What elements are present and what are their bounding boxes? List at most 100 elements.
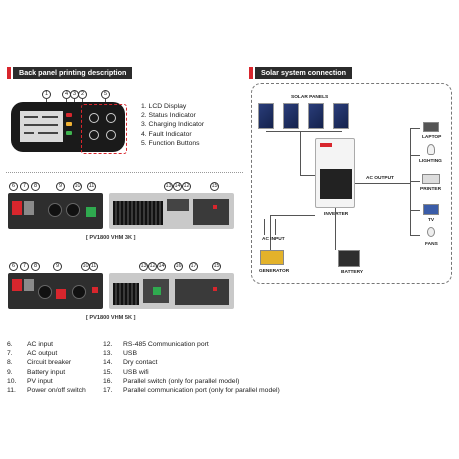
lcd-panel-image bbox=[11, 102, 125, 152]
ac-input-label: AC INPUT bbox=[262, 237, 285, 242]
callout-15: 15 bbox=[212, 262, 221, 271]
parts-list-right: 12.RS-485 Communication port 13.USB 14.D… bbox=[103, 340, 280, 395]
device-5k-side-left bbox=[8, 273, 103, 309]
callout-2: 2 bbox=[78, 90, 87, 99]
legend-item: 4. Fault Indicator bbox=[141, 130, 192, 138]
callout-10: 10 bbox=[73, 182, 82, 191]
lightbulb-image bbox=[427, 144, 435, 155]
solar-panel-image bbox=[308, 103, 324, 129]
inverter-label: INVERTER bbox=[324, 212, 349, 217]
lcd-legend: 1. LCD Display 2. Status Indicator 3. Ch… bbox=[141, 102, 204, 148]
solar-diagram-frame bbox=[251, 83, 452, 284]
callout-13: 13 bbox=[164, 182, 173, 191]
callout-6: 6 bbox=[9, 262, 18, 271]
back-panel-title: Back panel printing description bbox=[13, 67, 133, 79]
function-button[interactable] bbox=[106, 130, 116, 140]
fans-label: FANS bbox=[425, 242, 438, 247]
laptop-label: LAPTOP bbox=[422, 135, 442, 140]
callout-9: 9 bbox=[56, 182, 65, 191]
legend-item: 1. LCD Display bbox=[141, 103, 187, 110]
callout-11: 11 bbox=[89, 262, 98, 271]
wire bbox=[270, 215, 315, 216]
dotted-divider bbox=[6, 172, 243, 173]
callout-12: 12 bbox=[182, 182, 191, 191]
list-item: 7.AC output bbox=[7, 350, 58, 358]
battery-label: BATTERY bbox=[341, 270, 364, 275]
lcd-display bbox=[20, 111, 63, 142]
callout-11: 11 bbox=[87, 182, 96, 191]
model-3k-label: [ PV1800 VHM 3K ] bbox=[86, 235, 136, 241]
fan-image bbox=[427, 227, 435, 237]
tv-label: TV bbox=[428, 218, 435, 223]
laptop-image bbox=[423, 122, 439, 132]
function-button[interactable] bbox=[89, 113, 99, 123]
solar-panel-image bbox=[333, 103, 349, 129]
wire bbox=[335, 208, 336, 250]
device-5k-side-right bbox=[109, 273, 234, 309]
wire bbox=[266, 131, 342, 132]
callout-13: 13 bbox=[139, 262, 148, 271]
callout-14: 14 bbox=[157, 262, 166, 271]
back-panel-header: Back panel printing description bbox=[7, 67, 133, 79]
wire bbox=[410, 181, 420, 182]
printer-label: PRINTER bbox=[420, 187, 442, 192]
callout-16: 16 bbox=[174, 262, 183, 271]
list-item: 12.RS-485 Communication port bbox=[103, 341, 209, 348]
wire bbox=[410, 128, 420, 129]
list-item: 17.Parallel communication port (only for… bbox=[103, 387, 280, 395]
solar-panel-image bbox=[258, 103, 274, 129]
callout-9: 9 bbox=[53, 262, 62, 271]
callout-1: 1 bbox=[42, 90, 51, 99]
status-indicator bbox=[66, 131, 72, 135]
callout-8: 8 bbox=[31, 182, 40, 191]
ac-output-label: AC OUTPUT bbox=[366, 176, 394, 181]
inverter-image bbox=[315, 138, 355, 208]
wire bbox=[410, 155, 420, 156]
legend-item: 5. Function Buttons bbox=[141, 139, 200, 147]
fault-indicator bbox=[66, 113, 72, 117]
list-item: 14.Dry contact bbox=[103, 359, 158, 367]
callout-12: 12 bbox=[148, 262, 157, 271]
tv-image bbox=[423, 204, 439, 215]
printer-image bbox=[422, 174, 440, 184]
list-item: 9.Battery input bbox=[7, 368, 66, 376]
callout-5: 5 bbox=[101, 90, 110, 99]
model-5k-label: [ PV1800 VHM 5K ] bbox=[86, 315, 136, 321]
function-button[interactable] bbox=[89, 130, 99, 140]
list-item: 13.USB bbox=[103, 350, 137, 358]
solar-connection-title: Solar system connection bbox=[255, 67, 353, 79]
callout-7: 7 bbox=[20, 182, 29, 191]
wire bbox=[300, 175, 315, 176]
wire bbox=[410, 210, 420, 211]
list-item: 6.AC input bbox=[7, 341, 54, 348]
charging-indicator bbox=[66, 122, 72, 126]
function-buttons-highlight bbox=[81, 104, 127, 154]
battery-image bbox=[338, 250, 360, 267]
list-item: 16.Parallel switch (only for parallel mo… bbox=[103, 377, 240, 385]
parts-list-left: 6.AC input 7.AC output 8.Circuit breaker… bbox=[7, 340, 86, 395]
function-button[interactable] bbox=[106, 113, 116, 123]
generator-image bbox=[260, 250, 284, 265]
callout-14: 14 bbox=[173, 182, 182, 191]
solar-connection-header: Solar system connection bbox=[249, 67, 353, 79]
callout-17: 17 bbox=[189, 262, 198, 271]
list-item: 10.PV input bbox=[7, 377, 53, 385]
legend-item: 2. Status Indicator bbox=[141, 112, 196, 120]
device-3k-side-right bbox=[109, 193, 234, 229]
generator-label: GENERATOR bbox=[259, 269, 290, 274]
callout-7: 7 bbox=[20, 262, 29, 271]
solar-panel-image bbox=[283, 103, 299, 129]
legend-item: 3. Charging Indicator bbox=[141, 121, 205, 129]
list-item: 8.Circuit breaker bbox=[7, 359, 72, 367]
header-accent-bar bbox=[7, 67, 11, 79]
wire bbox=[410, 235, 420, 236]
callout-8: 8 bbox=[31, 262, 40, 271]
callout-6: 6 bbox=[9, 182, 18, 191]
wire bbox=[355, 183, 410, 184]
header-accent-bar bbox=[249, 67, 253, 79]
list-item: 15.USB wifi bbox=[103, 368, 149, 376]
wire bbox=[300, 131, 301, 175]
power-tower-image bbox=[264, 219, 276, 235]
device-3k-side-left bbox=[8, 193, 103, 229]
callout-15: 15 bbox=[210, 182, 219, 191]
